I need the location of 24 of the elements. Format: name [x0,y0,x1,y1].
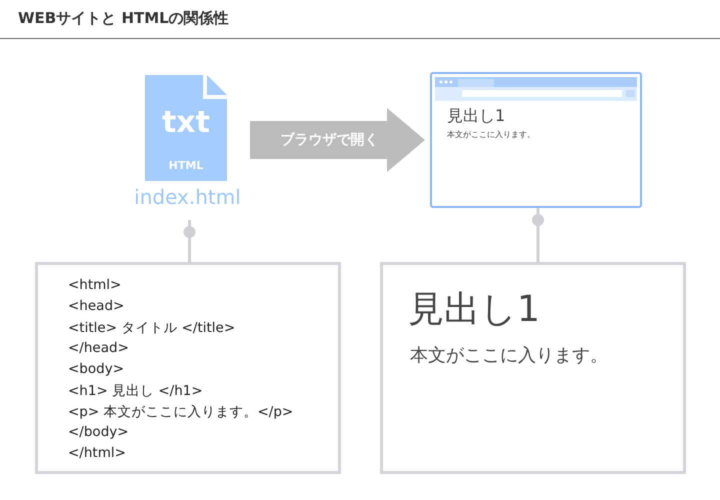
code-line: <title> タイトル </title> [68,319,236,337]
code-panel [35,262,341,474]
file-type-label: txt [160,105,212,140]
browser-window [430,72,642,208]
code-line: <head> [68,298,124,314]
preview-panel [380,262,686,474]
code-line: </body> [68,424,129,440]
block-arrow [250,108,425,172]
heading-text: 見出し1 [408,288,540,332]
connector-line [532,208,544,262]
file-format-label: HTML [168,159,204,172]
connector-line [184,220,196,262]
code-line: <html> [68,277,122,293]
body-text: 本文がここに入ります。 [447,129,535,140]
file-name: index.html [133,185,242,209]
code-line: </html> [68,445,126,461]
code-line: <body> [68,361,124,377]
body-text: 本文がここに入ります。 [410,344,608,367]
edge-label: ブラウザで開く [280,131,378,149]
page-title: WEBサイトと HTMLの関係性 [18,9,229,28]
code-line: <p> 本文がここに入ります。</p> [68,403,294,421]
code-line: </head> [68,340,129,356]
heading-text: 見出し1 [447,106,506,127]
code-line: <h1> 見出し </h1> [68,382,203,400]
